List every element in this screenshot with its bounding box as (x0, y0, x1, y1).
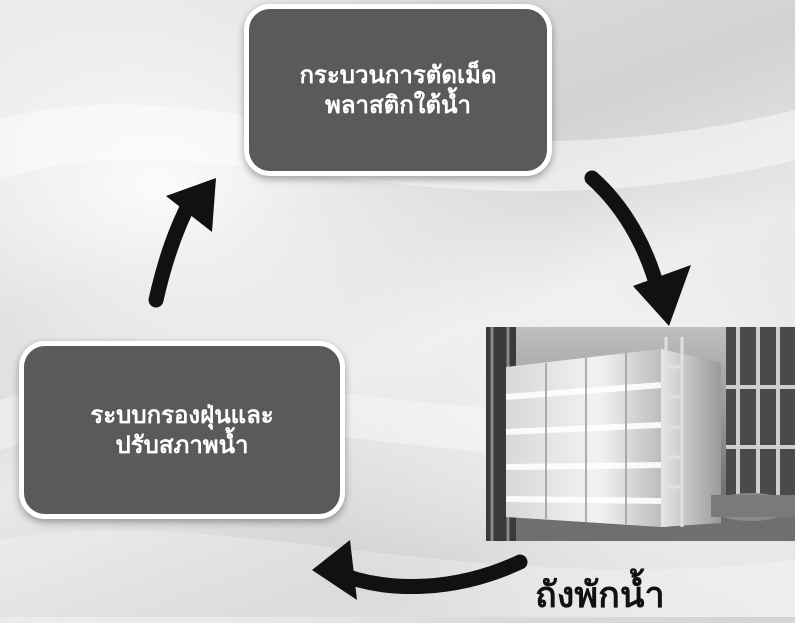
process-node-underwater-pelletizing: กระบวนการตัดเม็ด พลาสติกใต้น้ำ (244, 4, 552, 176)
process-node-label: กระบวนการตัดเม็ด พลาสติกใต้น้ำ (299, 61, 497, 119)
water-tank-caption: ถังพักน้ำ (535, 575, 665, 616)
process-node-label: ระบบกรองฝุ่นและ ปรับสภาพน้ำ (90, 401, 274, 459)
water-tank-photo (486, 327, 795, 541)
water-tank-image (486, 327, 795, 541)
process-node-dust-filtration: ระบบกรองฝุ่นและ ปรับสภาพน้ำ (19, 341, 345, 519)
